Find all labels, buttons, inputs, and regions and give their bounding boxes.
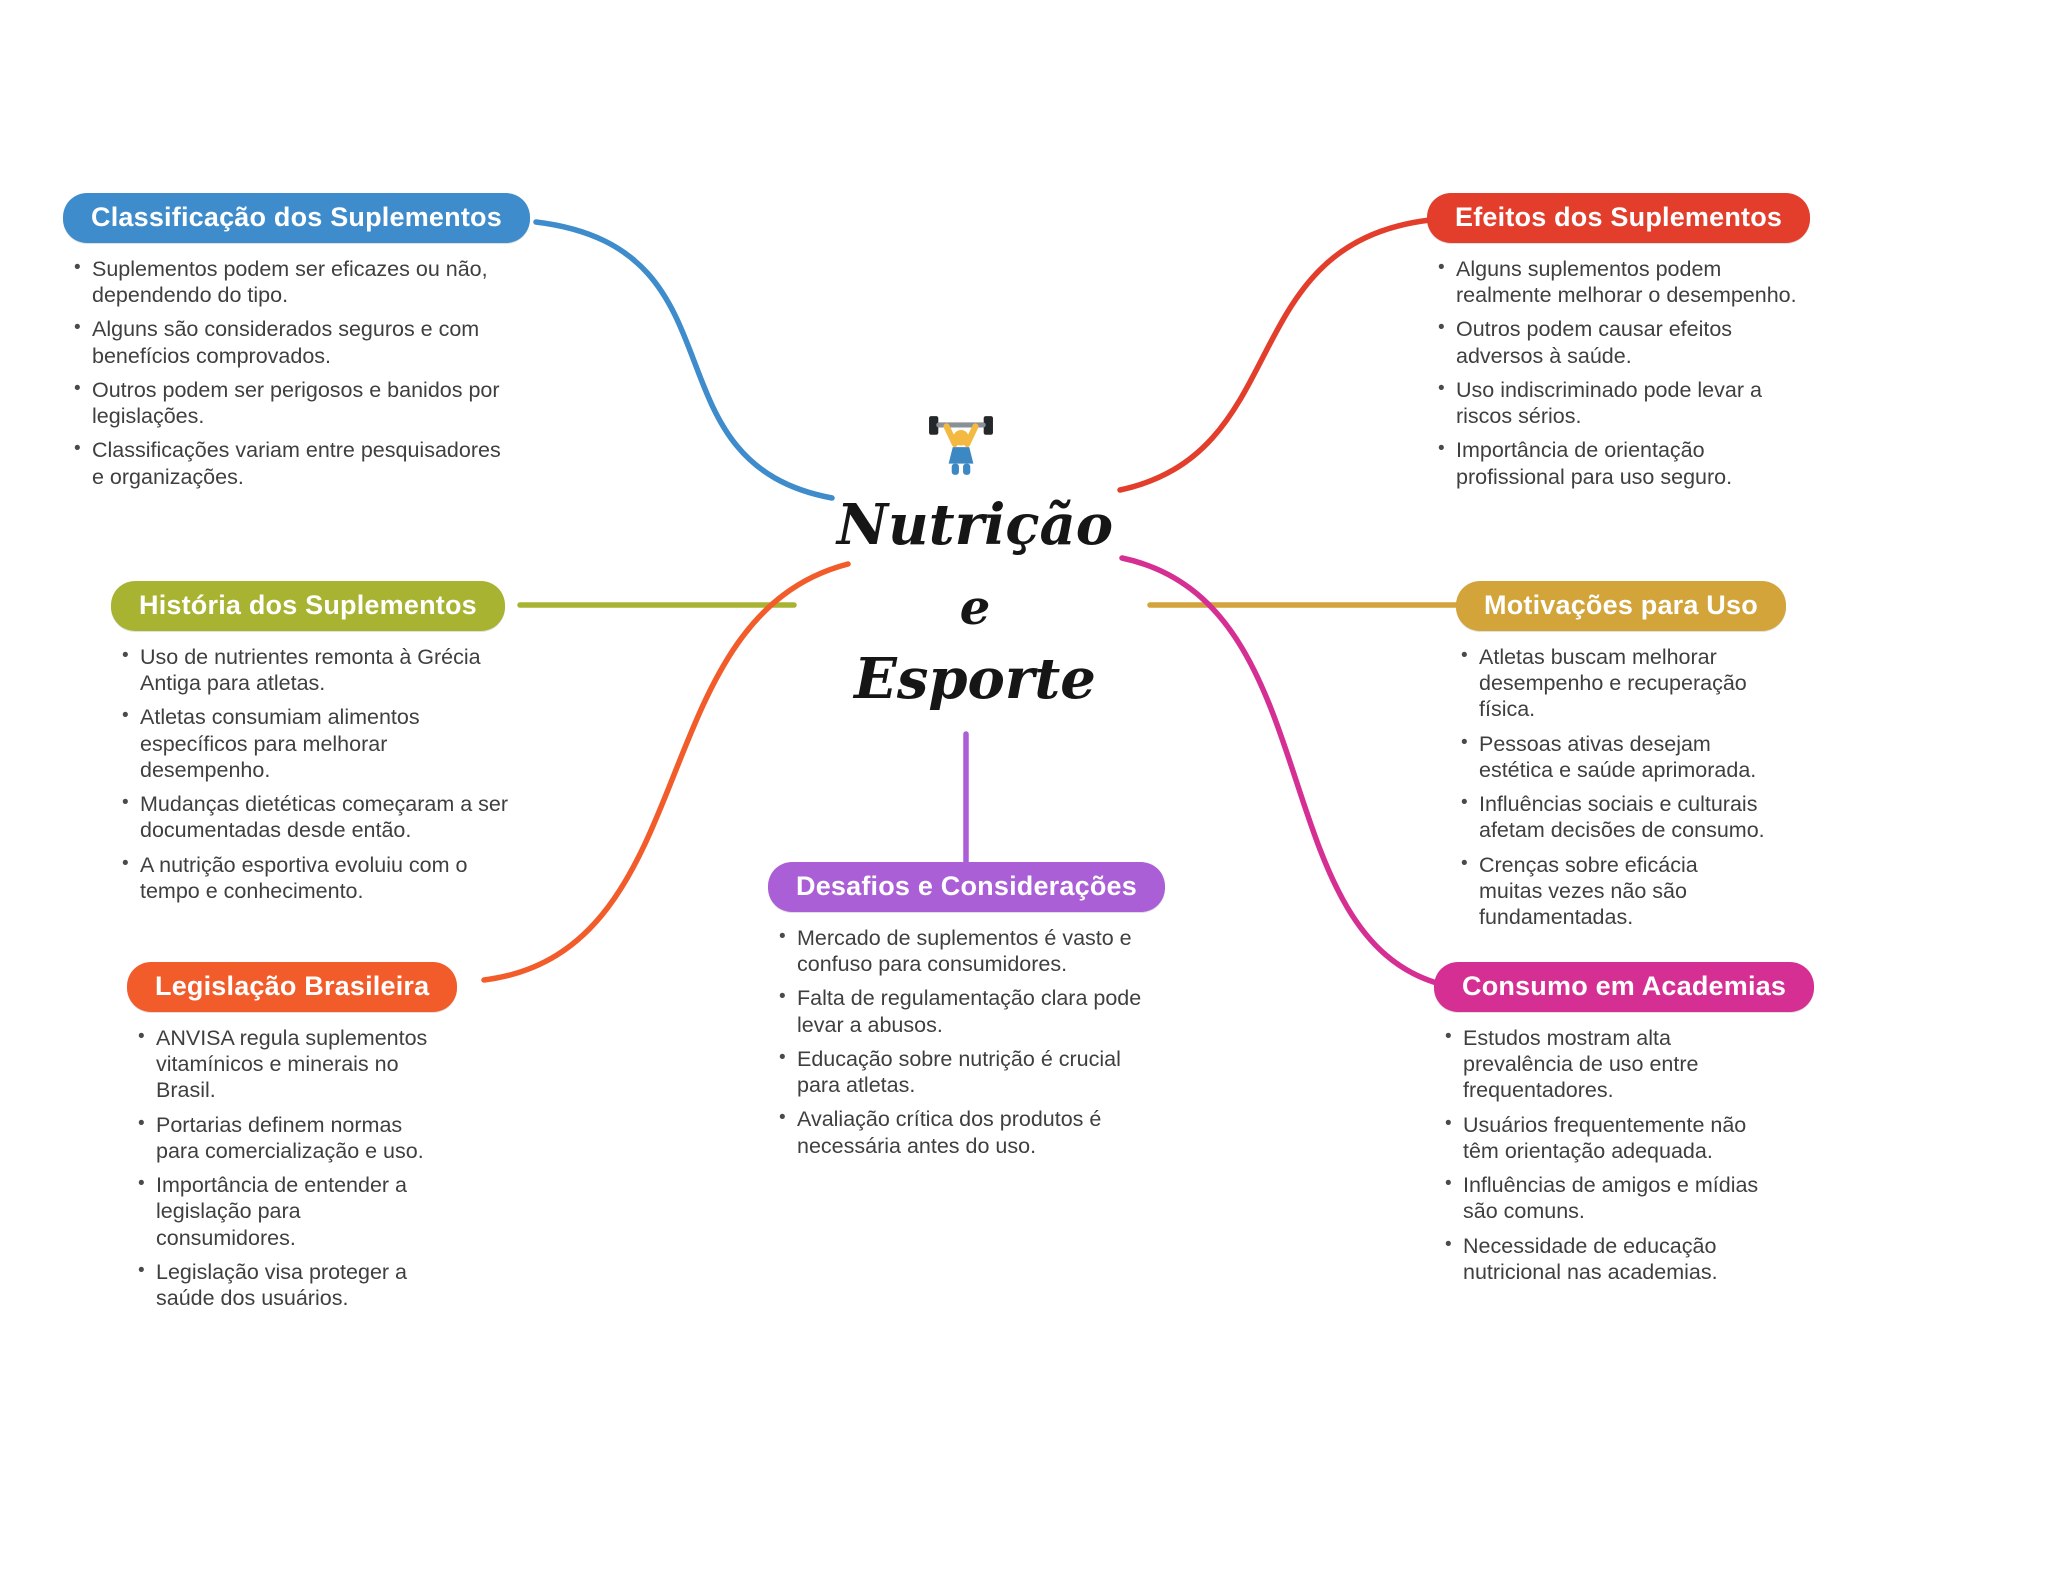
branch-classificacao: Classificação dos Suplementos Suplemento… [63, 193, 530, 498]
branch-item: Atletas buscam melhorar desempenho e rec… [1458, 644, 1766, 723]
branch-title-desafios[interactable]: Desafios e Considerações [768, 862, 1165, 912]
branch-efeitos: Efeitos dos Suplementos Alguns suplement… [1427, 193, 1819, 498]
branch-item: ANVISA regula suplementos vitamínicos e … [135, 1025, 445, 1104]
branch-item: Portarias definem normas para comerciali… [135, 1112, 445, 1164]
branch-item: Influências sociais e culturais afetam d… [1458, 791, 1766, 843]
branch-historia: História dos Suplementos Uso de nutrient… [111, 581, 511, 912]
branch-items-historia: Uso de nutrientes remonta à Grécia Antig… [111, 644, 511, 904]
branch-consumo: Consumo em Academias Estudos mostram alt… [1434, 962, 1815, 1293]
center-title-line-3[interactable]: Esporte [854, 646, 1096, 712]
branch-title-historia[interactable]: História dos Suplementos [111, 581, 505, 631]
center-title-line-2[interactable]: e [959, 580, 991, 636]
branch-title-consumo[interactable]: Consumo em Academias [1434, 962, 1815, 1012]
branch-item: Necessidade de educação nutricional nas … [1442, 1233, 1786, 1285]
connector-legislacao [481, 561, 851, 983]
branch-items-desafios: Mercado de suplementos é vasto e confuso… [768, 925, 1160, 1159]
branch-item: Falta de regulamentação clara pode levar… [776, 985, 1160, 1037]
branch-item: Uso indiscriminado pode levar a riscos s… [1435, 377, 1819, 429]
branch-item: Usuários frequentemente não têm orientaç… [1442, 1112, 1786, 1164]
branch-item: Avaliação crítica dos produtos é necessá… [776, 1106, 1160, 1158]
branch-item: Importância de orientação profissional p… [1435, 437, 1819, 489]
center-title-line-1[interactable]: Nutrição [836, 492, 1114, 558]
branch-item: Outros podem ser perigosos e banidos por… [71, 377, 511, 429]
branch-item: Uso de nutrientes remonta à Grécia Antig… [119, 644, 511, 696]
branch-item: Alguns suplementos podem realmente melho… [1435, 256, 1819, 308]
branch-item: A nutrição esportiva evoluiu com o tempo… [119, 852, 511, 904]
branch-item: Legislação visa proteger a saúde dos usu… [135, 1259, 445, 1311]
weightlifter-icon [929, 416, 993, 475]
branch-item: Pessoas ativas desejam estética e saúde … [1458, 731, 1766, 783]
branch-item: Mercado de suplementos é vasto e confuso… [776, 925, 1160, 977]
connector-classificacao [533, 219, 835, 501]
branch-legislacao: Legislação Brasileira ANVISA regula supl… [127, 962, 458, 1319]
branch-items-legislacao: ANVISA regula suplementos vitamínicos e … [127, 1025, 445, 1311]
branch-items-classificacao: Suplementos podem ser eficazes ou não, d… [63, 256, 511, 490]
branch-item: Importância de entender a legislação par… [135, 1172, 445, 1251]
branch-items-consumo: Estudos mostram alta prevalência de uso … [1434, 1025, 1786, 1285]
branch-title-motivacoes[interactable]: Motivações para Uso [1456, 581, 1786, 631]
branch-item: Educação sobre nutrição é crucial para a… [776, 1046, 1160, 1098]
branch-title-classificacao[interactable]: Classificação dos Suplementos [63, 193, 530, 243]
branch-item: Suplementos podem ser eficazes ou não, d… [71, 256, 511, 308]
branch-item: Mudanças dietéticas começaram a ser docu… [119, 791, 511, 843]
branch-desafios: Desafios e Considerações Mercado de supl… [768, 862, 1165, 1167]
branch-title-efeitos[interactable]: Efeitos dos Suplementos [1427, 193, 1811, 243]
branch-title-legislacao[interactable]: Legislação Brasileira [127, 962, 458, 1012]
branch-motivacoes: Motivações para Uso Atletas buscam melho… [1456, 581, 1786, 938]
branch-item: Crenças sobre eficácia muitas vezes não … [1458, 852, 1766, 931]
branch-item: Atletas consumiam alimentos específicos … [119, 704, 511, 783]
branch-item: Outros podem causar efeitos adversos à s… [1435, 316, 1819, 368]
branch-items-motivacoes: Atletas buscam melhorar desempenho e rec… [1450, 644, 1766, 930]
branch-item: Classificações variam entre pesquisadore… [71, 437, 511, 489]
connector-efeitos [1117, 217, 1433, 493]
branch-item: Alguns são considerados seguros e com be… [71, 316, 511, 368]
branch-item: Influências de amigos e mídias são comun… [1442, 1172, 1786, 1224]
branch-items-efeitos: Alguns suplementos podem realmente melho… [1427, 256, 1819, 490]
connector-consumo [1119, 555, 1443, 987]
branch-item: Estudos mostram alta prevalência de uso … [1442, 1025, 1786, 1104]
